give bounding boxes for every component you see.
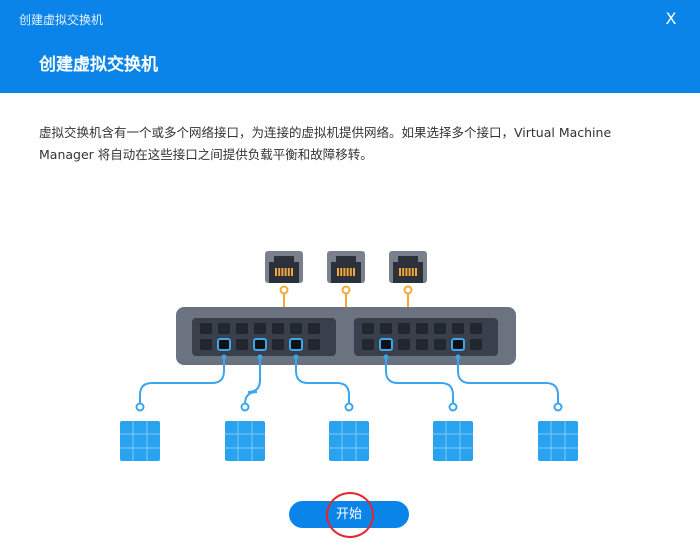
port — [470, 339, 482, 350]
port-node — [383, 354, 389, 360]
vm-node — [135, 402, 145, 412]
vm-node — [344, 402, 354, 412]
network-link — [457, 359, 559, 403]
ethernet-pin — [343, 268, 346, 276]
ethernet-pin — [337, 268, 339, 276]
description: 虚拟交换机含有一个或多个网络接口，为连接的虚拟机提供网络。如果选择多个接口，Vi… — [39, 122, 659, 166]
ethernet-pin — [353, 268, 355, 276]
active-port — [217, 338, 231, 351]
ethernet-pin — [340, 268, 343, 276]
active-port — [451, 338, 465, 351]
port — [308, 339, 320, 350]
page-title: 创建虚拟交换机 — [39, 55, 158, 75]
port — [272, 323, 284, 334]
vm-node — [240, 402, 250, 412]
port — [398, 323, 410, 334]
virtual-machine-icon — [120, 421, 160, 461]
port — [380, 323, 392, 334]
description-line-2: Manager 将自动在这些接口之间提供负载平衡和故障移转。 — [39, 147, 373, 162]
uplink-node — [279, 285, 289, 295]
port-node — [455, 354, 461, 360]
port — [434, 323, 446, 334]
close-button[interactable]: X — [665, 9, 677, 28]
ethernet-pin — [415, 268, 417, 276]
port — [398, 339, 410, 350]
port — [416, 339, 428, 350]
ethernet-pin — [281, 268, 284, 276]
ethernet-pin — [349, 268, 352, 276]
port — [236, 323, 248, 334]
port — [452, 323, 464, 334]
active-port — [379, 338, 393, 351]
ethernet-socket — [269, 256, 299, 283]
ethernet-socket — [393, 256, 423, 283]
ethernet-pin — [411, 268, 414, 276]
virtual-machine-icon — [433, 421, 473, 461]
ethernet-pin — [275, 268, 277, 276]
description-line-1: 虚拟交换机含有一个或多个网络接口，为连接的虚拟机提供网络。如果选择多个接口，Vi… — [39, 125, 612, 140]
window-title: 创建虚拟交换机 — [19, 13, 104, 27]
uplink-node — [403, 285, 413, 295]
port-node — [257, 354, 263, 360]
port — [254, 323, 266, 334]
port — [236, 339, 248, 350]
virtual-machine-icon — [329, 421, 369, 461]
virtual-machine-icon — [225, 421, 265, 461]
port — [308, 323, 320, 334]
port — [218, 323, 230, 334]
uplink-node — [341, 285, 351, 295]
network-link — [139, 359, 225, 403]
port — [200, 323, 212, 334]
active-port — [289, 338, 303, 351]
network-link — [244, 359, 261, 405]
network-link — [385, 359, 454, 403]
port — [416, 323, 428, 334]
port — [272, 339, 284, 350]
ethernet-pin — [402, 268, 405, 276]
ethernet-pin — [346, 268, 349, 276]
vm-node — [553, 402, 563, 412]
port — [290, 323, 302, 334]
ethernet-pin — [287, 268, 290, 276]
port — [362, 339, 374, 350]
ethernet-socket — [331, 256, 361, 283]
start-button[interactable]: 开始 — [289, 501, 409, 528]
port-node — [293, 354, 299, 360]
active-port — [253, 338, 267, 351]
port — [434, 339, 446, 350]
ethernet-pin — [408, 268, 411, 276]
ethernet-pin — [284, 268, 287, 276]
vm-node — [448, 402, 458, 412]
port-node — [221, 354, 227, 360]
port — [200, 339, 212, 350]
virtual-machine-icon — [538, 421, 578, 461]
dialog-header: 创建虚拟交换机 X 创建虚拟交换机 — [0, 0, 700, 93]
port — [470, 323, 482, 334]
network-link — [295, 359, 350, 403]
ethernet-pin — [399, 268, 401, 276]
ethernet-pin — [405, 268, 408, 276]
port — [362, 323, 374, 334]
ethernet-pin — [291, 268, 293, 276]
ethernet-pin — [278, 268, 281, 276]
